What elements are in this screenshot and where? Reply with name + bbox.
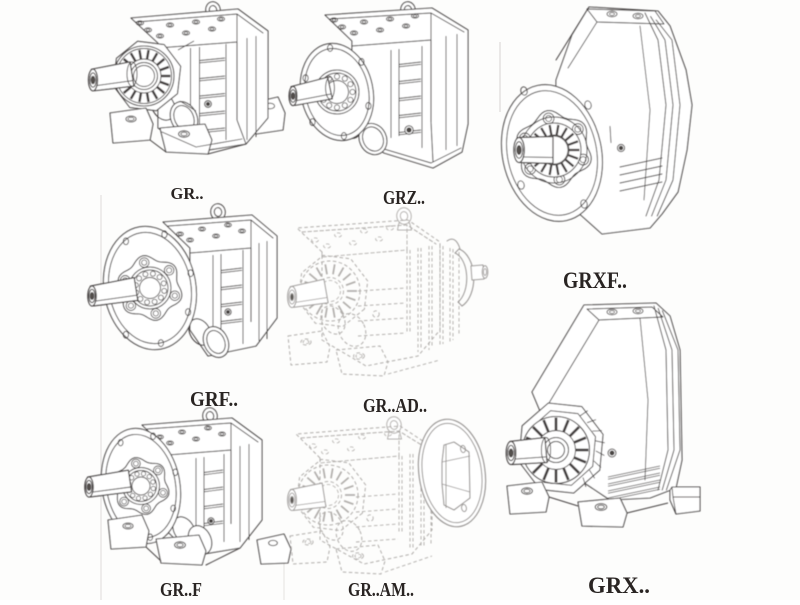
svg-text:GRZ..: GRZ.. bbox=[383, 188, 425, 209]
svg-text:GRXF..: GRXF.. bbox=[563, 268, 627, 293]
svg-text:GR..AM..: GR..AM.. bbox=[348, 580, 414, 600]
svg-text:GRX..: GRX.. bbox=[588, 573, 650, 598]
svg-text:GR..AD..: GR..AD.. bbox=[363, 396, 427, 417]
svg-text:GRF..: GRF.. bbox=[190, 387, 238, 411]
svg-text:GR..F: GR..F bbox=[160, 580, 202, 600]
svg-text:GR..: GR.. bbox=[171, 184, 204, 203]
